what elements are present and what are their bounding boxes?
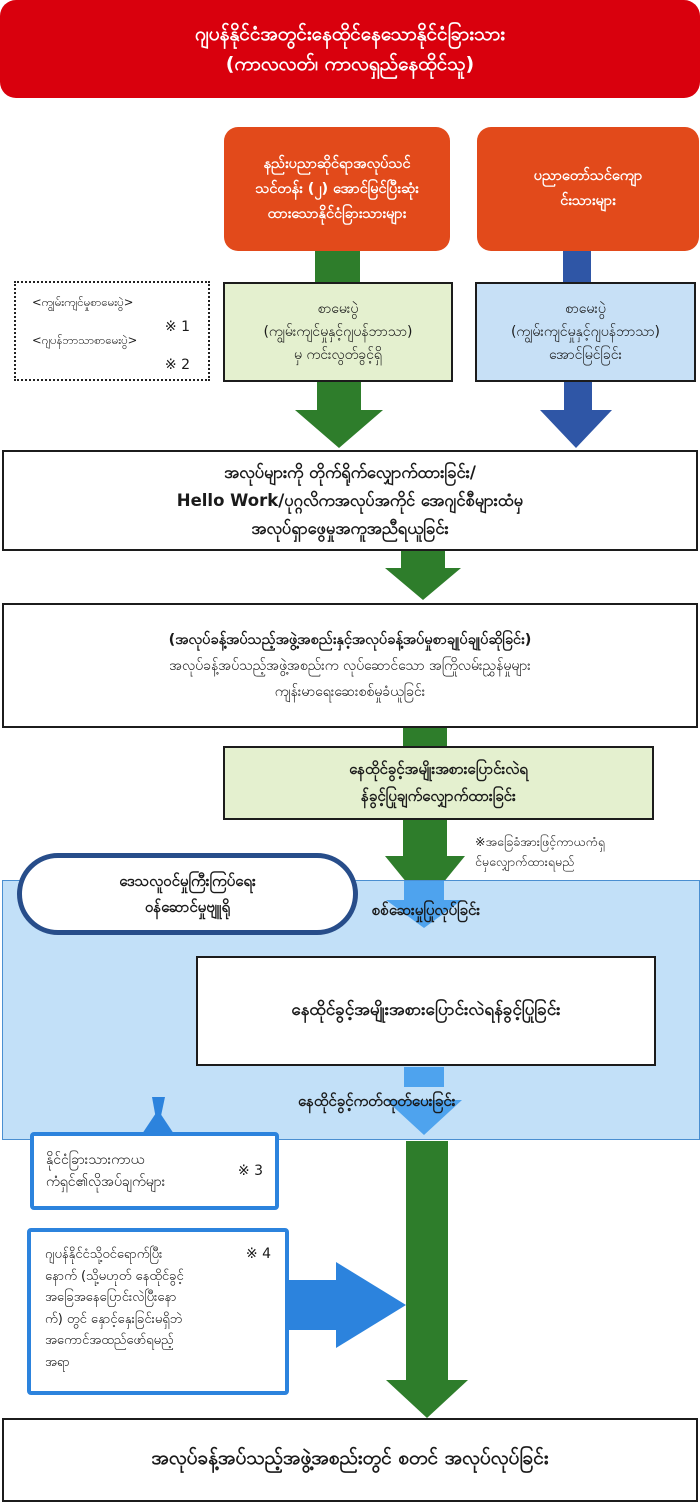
review-label: စစ်ဆေးမှုပြုလုပ်ခြင်း (372, 901, 481, 919)
after-entry-line-2: နောက် (သို့မဟုတ် နေထိုင်ခွင့် (45, 1268, 184, 1284)
requirements-line-2: ကံရှင်၏လိုအပ်ချက်များ (46, 1174, 166, 1190)
exam-exempt-line-1: စာမေးပွဲ (317, 300, 359, 317)
employment-contract-step: (အလုပ်ခန့်အပ်သည့်အဖွဲ့အစည်းနှင့်အလုပ်ခန့… (2, 603, 698, 728)
start-work-step: အလုပ်ခန့်အပ်သည့်အဖွဲ့အစည်းတွင် စတင် အလုပ… (2, 1418, 698, 1502)
status-application-line-1: နေထိုင်ခွင့်အမျိုးအစားပြောင်းလဲရ (349, 760, 528, 778)
self-application-note: ※အခြေခံအားဖြင့်ကာယကံရှ င်မှလျှောက်ထားရမည… (475, 832, 700, 872)
skill-exam-ref: ※ 1 (164, 319, 190, 335)
job-search-line-3: အလုပ်ရှာဖွေမှုအကူအညီရယူခြင်း (251, 518, 449, 538)
bureau-line-1: ဒေသလူဝင်မှုကြီးကြပ်ရေး (119, 872, 256, 890)
international-student-source: ပညာတော်သင်ကျော င်းသားများ (477, 127, 699, 251)
after-entry-line-4: က်) တွင် နှောင့်နှေးခြင်းမရှိဘဲ (45, 1311, 183, 1327)
exam-passed-line-1: စာမေးပွဲ (565, 300, 606, 317)
job-search-step: အလုပ်များကို တိုက်ရိုက်လျှောက်ထားခြင်း/ … (2, 450, 698, 551)
exam-passed-box: စာမေးပွဲ (ကျွမ်းကျင်မှုနှင့်ဂျပန်ဘာသာ) အ… (475, 282, 696, 382)
title-line-1: ဂျပန်နိုင်ငံအတွင်းနေထိုင်နေသောနိုင်ငံခြာ… (194, 23, 506, 45)
after-entry-ref: ※ 4 (245, 1246, 271, 1262)
exam-exempt-line-3: မှ ကင်းလွတ်ခွင့်ရှိ (294, 346, 382, 363)
title-line-2: (ကာလလတ်၊ ကာလရှည်နေထိုင်သူ) (225, 53, 475, 75)
arrow-head-green-2 (385, 568, 461, 600)
after-entry-line-1: ဂျပန်နိုင်ငံသို့ဝင်ရောက်ပြီး (45, 1247, 163, 1262)
regional-immigration-bureau: ဒေသလူဝင်မှုကြီးကြပ်ရေး ဝန်ဆောင်မှုဗျူရို (17, 853, 358, 935)
status-change-permission: နေထိုင်ခွင့်အမျိုးအစားပြောင်းလဲရန်ခွင့်ပ… (196, 956, 656, 1066)
exam-passed-line-2: (ကျွမ်းကျင်မှုနှင့်ဂျပန်ဘာသာ) (510, 323, 661, 340)
arrow-head-green-1 (295, 410, 383, 448)
status-change-application: နေထိုင်ခွင့်အမျိုးအစားပြောင်းလဲရ န်ခွင့်… (223, 746, 654, 820)
page-title: ဂျပန်နိုင်ငံအတွင်းနေထိုင်နေသောနိုင်ငံခြာ… (0, 0, 700, 98)
technical-intern-line-1: နည်းပညာဆိုင်ရာအလုပ်သင် (263, 155, 411, 172)
arrow-shaft-student (563, 251, 591, 284)
status-application-line-2: န်ခွင့်ပြုချက်လျှောက်ထားခြင်း (361, 787, 516, 805)
after-entry-line-6: အရာ (45, 1354, 70, 1370)
student-line-2: င်းသားများ (560, 193, 616, 209)
arrow-head-green-final (386, 1380, 468, 1418)
requirements-callout: နိုင်ငံခြားသားကာယ ကံရှင်၏လိုအပ်ချက်များ … (30, 1132, 279, 1210)
technical-intern-line-2: သင်တန်း (၂) အောင်မြင်ပြီးဆုံး (255, 180, 419, 197)
bureau-line-2: ဝန်ဆောင်မှုဗျူရို (144, 898, 231, 916)
card-issue-label: နေထိုင်ခွင့်ကတ်ထုတ်ပေးခြင်း (298, 1092, 456, 1110)
student-line-1: ပညာတော်သင်ကျော (533, 168, 643, 184)
language-exam-note: <ဂျပန်ဘာသာစာမေးပွဲ> (32, 333, 138, 347)
arrow-shaft-final (406, 1141, 448, 1381)
exam-exempt-line-2: (ကျွမ်းကျင်မှုနှင့်ဂျပန်ဘာသာ) (263, 323, 413, 340)
after-entry-obligations: ဂျပန်နိုင်ငံသို့ဝင်ရောက်ပြီး နောက် (သို့… (27, 1228, 289, 1395)
technical-intern-source: နည်းပညာဆိုင်ရာအလုပ်သင် သင်တန်း (၂) အောင်… (224, 127, 450, 251)
arrow-head-blue-1 (540, 410, 612, 448)
start-work-text: အလုပ်ခန့်အပ်သည့်အဖွဲ့အစည်းတွင် စတင် အလုပ… (151, 1447, 549, 1469)
status-note-line-2: င်မှလျှောက်ထားရမည် (475, 854, 575, 869)
status-note-line-1: ※အခြေခံအားဖြင့်ကာယကံရှ (475, 834, 606, 849)
exam-exempt-box: စာမေးပွဲ (ကျွမ်းကျင်မှုနှင့်ဂျပန်ဘာသာ) မ… (223, 282, 453, 382)
skill-exam-note: <ကျွမ်းကျင်မှုစာမေးပွဲ> (32, 295, 134, 309)
technical-intern-line-3: ထားသောနိုင်ငံခြားသားများ (267, 205, 407, 222)
after-entry-line-3: အခြေအနေပြောင်းလဲပြီးနော (45, 1290, 177, 1305)
permission-text: နေထိုင်ခွင့်အမျိုးအစားပြောင်းလဲရန်ခွင့်ပ… (291, 999, 561, 1020)
arrow-head-light-2 (386, 1100, 462, 1135)
arrow-shaft-technical (315, 251, 360, 284)
job-search-line-1: အလုပ်များကို တိုက်ရိုက်လျှောက်ထားခြင်း/ (224, 462, 476, 482)
arrow-head-light-1 (386, 900, 462, 928)
exam-notes-box: <ကျွမ်းကျင်မှုစာမေးပွဲ> ※ 1 <ဂျပန်ဘာသာစာ… (14, 281, 210, 381)
after-entry-line-5: အကောင်အထည်ဖော်ရမည့် (45, 1333, 174, 1348)
arrow-head-after-entry (336, 1262, 406, 1348)
job-search-line-2: Hello Work/ပုဂ္ဂလိကအလုပ်အကိုင် အေဂျင်စီမ… (176, 490, 524, 510)
contract-body-line-2: ကျန်းမာရေးဆေးစစ်မှုခံယူခြင်း (274, 683, 426, 700)
requirements-ref: ※ 3 (237, 1163, 263, 1179)
language-exam-ref: ※ 2 (164, 357, 190, 373)
contract-body-line-1: အလုပ်ခန့်အပ်သည့်အဖွဲ့အစည်းက လုပ်ဆောင်သော… (169, 657, 531, 674)
contract-title: (အလုပ်ခန့်အပ်သည့်အဖွဲ့အစည်းနှင့်အလုပ်ခန့… (168, 631, 532, 648)
requirements-line-1: နိုင်ငံခြားသားကာယ (46, 1152, 145, 1168)
exam-passed-line-3: အောင်မြင်ခြင်း (548, 346, 623, 363)
